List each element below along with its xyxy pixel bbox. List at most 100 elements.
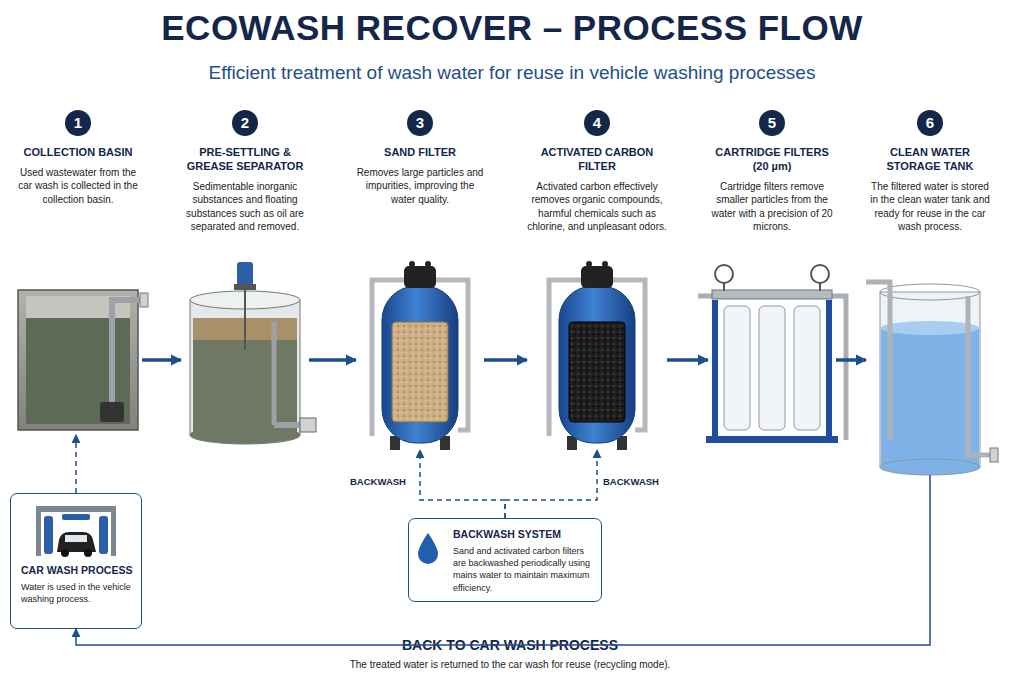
filter-cartridge xyxy=(724,306,750,430)
node-description: Used wastewater from the car wash is col… xyxy=(14,166,142,207)
pressure-gauge xyxy=(811,265,829,283)
process-step: 1COLLECTION BASIN Used wastewater from th… xyxy=(14,110,142,435)
node-description: Cartridge filters remove smaller particl… xyxy=(708,180,836,234)
step-number: 5 xyxy=(759,110,785,136)
separator-water xyxy=(193,340,297,433)
collection-basin xyxy=(18,290,148,430)
node-heading: PRE-SETTLING & GREASE SEPARATOR xyxy=(181,146,309,174)
step-number: 2 xyxy=(232,110,258,136)
car-body xyxy=(57,532,96,552)
dashed-connector xyxy=(75,435,77,493)
edge-label: BACKWASH xyxy=(350,476,406,487)
filter-vessel xyxy=(382,286,458,443)
flow-arrow xyxy=(76,475,930,645)
node-description: Removes large particles and impurities, … xyxy=(356,166,484,207)
inlet-pipe xyxy=(698,294,712,299)
node-heading: BACKWASH SYSTEM xyxy=(453,528,593,541)
flow-arrow xyxy=(836,358,866,362)
edge-label: BACK TO CAR WASH PROCESS xyxy=(394,637,626,653)
process-step: 5CARTRIDGE FILTERS (20 µm) Cartridge filt… xyxy=(708,110,836,445)
node-description: Activated carbon effectively removes org… xyxy=(527,180,667,234)
node-heading: CARTRIDGE FILTERS (20 µm) xyxy=(708,146,836,174)
edge-label: BACKWASH xyxy=(603,476,659,487)
valve-knob xyxy=(425,261,431,267)
car-wash-icon xyxy=(36,506,116,557)
step-number: 3 xyxy=(407,110,433,136)
sand-filter xyxy=(372,261,468,450)
basin-wall xyxy=(18,290,138,430)
step-number: 6 xyxy=(917,110,943,136)
node-description: Sand and activated carbon filters are ba… xyxy=(453,545,593,594)
node-description: Sedimentable inorganic substances and fl… xyxy=(181,180,309,234)
grease-separator xyxy=(190,262,316,444)
car-wheel xyxy=(61,549,69,557)
node-heading: ACTIVATED CARBON FILTER xyxy=(527,146,667,174)
step-number: 1 xyxy=(65,110,91,136)
node-heading: CLEAN WATER STORAGE TANK xyxy=(866,146,994,174)
sand-bed xyxy=(392,322,448,422)
filter-vessel xyxy=(559,286,635,443)
valve-knob xyxy=(409,261,415,267)
tank-inlet xyxy=(866,282,890,440)
car-wheel xyxy=(84,549,92,557)
gantry-beam xyxy=(36,506,116,512)
motor-mount xyxy=(234,284,256,290)
wash-brush xyxy=(44,516,53,554)
wash-brush xyxy=(62,514,90,520)
pipe-flange xyxy=(140,293,148,307)
valve-knob xyxy=(602,261,608,267)
flow-arrow xyxy=(484,358,527,362)
diagram-title: ECOWASH RECOVER – PROCESS FLOW xyxy=(0,8,1024,48)
separator-pipe xyxy=(272,322,277,425)
clean-water-tank xyxy=(866,282,998,475)
process-step: 2PRE-SETTLING & GREASE SEPARATOR Sediment… xyxy=(181,110,309,445)
rack-post xyxy=(712,300,718,438)
tank-outlet xyxy=(968,296,992,455)
node-description: The filtered water is stored in the clea… xyxy=(866,180,994,234)
outlet-pipe xyxy=(832,296,846,440)
rack-base xyxy=(706,436,838,443)
node-heading: SAND FILTER xyxy=(356,146,484,160)
separator-bottom xyxy=(190,426,300,444)
node-description: Water is used in the vehicle washing pro… xyxy=(21,581,133,605)
subtitle: Efficient treatment of wash water for re… xyxy=(0,62,1024,84)
car-window xyxy=(65,535,87,542)
process-box: CAR WASH PROCESS Water is used in the veh… xyxy=(10,493,142,629)
stirrer-shaft xyxy=(244,290,246,350)
flow-arrow xyxy=(309,358,356,362)
tank-body xyxy=(880,292,980,467)
outlet-pipe xyxy=(274,422,302,428)
gauge-stem xyxy=(819,283,821,291)
gantry-post xyxy=(36,506,41,556)
filter-cartridge xyxy=(794,306,820,430)
tank-bottom xyxy=(880,459,980,475)
step-number: 4 xyxy=(584,110,610,136)
process-step: 4ACTIVATED CARBON FILTER Activated carbon… xyxy=(527,110,667,450)
flow-arrow xyxy=(667,358,708,362)
info-box: BACKWASH SYSTEM Sand and activated carbon… xyxy=(408,518,602,602)
cartridge-filters xyxy=(698,265,846,443)
dashed-connector xyxy=(505,450,597,518)
footnote: The treated water is returned to the car… xyxy=(200,659,820,670)
multiport-valve xyxy=(404,266,436,288)
process-step: 3SAND FILTER Removes large particles and … xyxy=(356,110,484,450)
carbon-filter xyxy=(549,261,645,450)
gauge-stem xyxy=(723,283,725,291)
rack-post xyxy=(826,300,832,438)
node-heading: COLLECTION BASIN xyxy=(14,146,142,160)
basin-pipe xyxy=(112,300,142,408)
tank-top xyxy=(880,284,980,300)
stirrer-motor xyxy=(237,262,253,286)
tank-water xyxy=(881,328,979,467)
filter-cartridge xyxy=(759,306,785,430)
multiport-valve xyxy=(581,266,613,288)
node-heading: CAR WASH PROCESS xyxy=(21,564,133,577)
water-drop-icon xyxy=(418,533,438,564)
dashed-connector xyxy=(420,450,505,518)
manifold xyxy=(712,290,832,299)
flow-arrow xyxy=(142,358,181,362)
pipe-flange xyxy=(300,418,316,432)
submersible-pump xyxy=(100,402,124,422)
